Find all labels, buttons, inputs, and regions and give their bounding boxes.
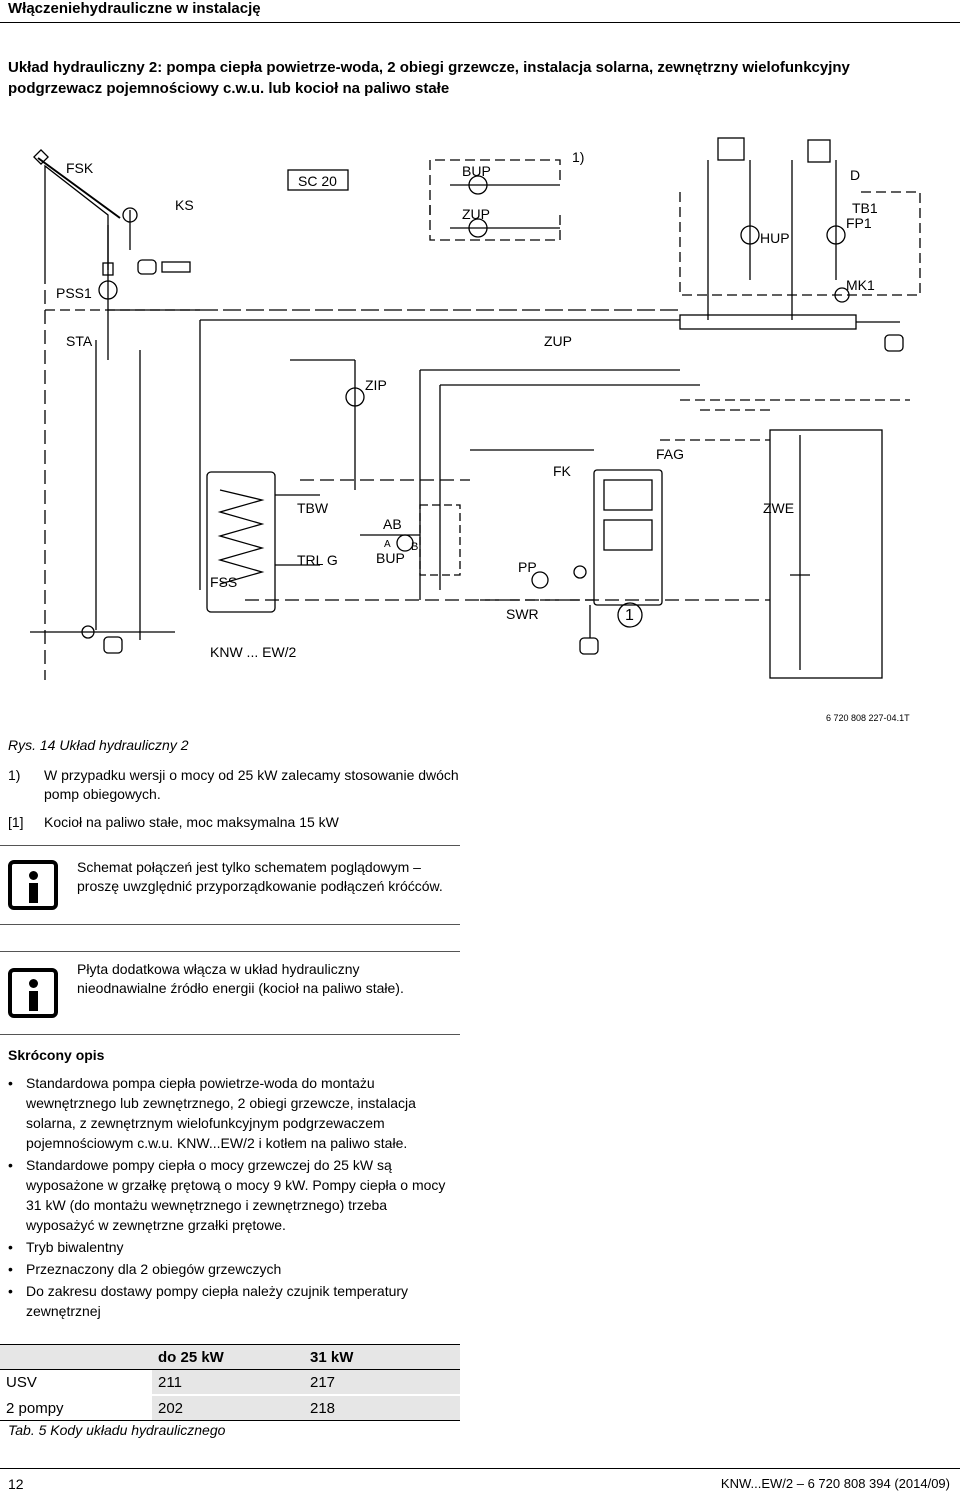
note-text: Płyta dodatkowa włącza w układ hydraulic… <box>77 961 404 996</box>
bup-pump-top <box>468 175 488 195</box>
hup-pump <box>740 225 760 245</box>
table-header-row: do 25 kW 31 kW <box>0 1344 460 1370</box>
table-header-cell: do 25 kW <box>152 1344 304 1370</box>
info-note-2: Płyta dodatkowa włącza w układ hydraulic… <box>0 951 460 1035</box>
label-a: A <box>384 539 391 550</box>
document-reference: KNW...EW/2 – 6 720 808 394 (2014/09) <box>720 1476 950 1491</box>
label-mk1: MK1 <box>846 277 875 293</box>
summary-title: Skrócony opis <box>8 1047 105 1063</box>
label-knw: KNW ... EW/2 <box>210 644 297 660</box>
list-item: Standardowe pompy ciepła o mocy grzewcze… <box>8 1155 448 1235</box>
label-bup-mid: BUP <box>376 550 405 566</box>
mk1-pump <box>826 225 846 245</box>
footer-divider <box>0 1468 960 1469</box>
table-header-cell: 31 kW <box>304 1344 460 1370</box>
label-tbw: TBW <box>297 500 329 516</box>
label-b: B <box>411 541 418 553</box>
label-trl-g: TRL G <box>297 552 338 568</box>
table-cell: 202 <box>152 1395 304 1421</box>
heat-pump-zwe <box>769 429 883 679</box>
label-ks: KS <box>175 197 194 213</box>
table-row: USV 211 217 <box>0 1369 460 1396</box>
label-pp: PP <box>518 559 537 575</box>
footnote-1: 1) W przypadku wersji o mocy od 25 kW za… <box>0 766 470 806</box>
dhw-tank <box>206 471 276 613</box>
page-subtitle: Układ hydrauliczny 2: pompa ciepła powie… <box>8 59 850 97</box>
label-fp1: FP1 <box>846 215 872 231</box>
header-divider <box>0 22 960 23</box>
radiator <box>717 137 745 161</box>
bup-pump-mid <box>396 534 414 552</box>
table-cell: USV <box>0 1369 152 1396</box>
footnote-2: [1] Kocioł na paliwo stałe, moc maksymal… <box>0 813 470 833</box>
solid-fuel-boiler <box>593 469 663 606</box>
zip-pump <box>345 387 365 407</box>
sc20-box <box>287 169 349 191</box>
label-zup-mid: ZUP <box>544 333 572 349</box>
table-cell: 211 <box>152 1369 304 1396</box>
summary-list: Standardowa pompa ciepła powietrze-woda … <box>8 1073 448 1323</box>
label-swr: SWR <box>506 606 539 622</box>
table-caption: Tab. 5 Kody układu hydraulicznego <box>8 1422 226 1438</box>
label-ab: AB <box>383 516 402 532</box>
manifold <box>679 314 857 330</box>
label-zwe: ZWE <box>763 500 794 516</box>
label-bup-top: BUP <box>462 163 491 179</box>
label-tb1: TB1 <box>852 200 878 216</box>
zup-pump-top <box>468 218 488 238</box>
table-header-cell <box>0 1344 152 1370</box>
label-pss1: PSS1 <box>56 285 92 301</box>
label-zip: ZIP <box>365 377 387 393</box>
info-icon <box>8 860 58 910</box>
expansion-vessel <box>137 259 157 275</box>
hydraulic-codes-table: do 25 kW 31 kW USV 211 217 2 pompy 202 2… <box>0 1344 460 1421</box>
list-item: Standardowa pompa ciepła powietrze-woda … <box>8 1073 448 1153</box>
table-cell: 217 <box>304 1369 460 1396</box>
pp-pump <box>531 571 549 589</box>
boiler-index-marker <box>617 602 643 628</box>
table-row: 2 pompy 202 218 <box>0 1395 460 1421</box>
list-item: Tryb biwalentny <box>8 1237 448 1257</box>
label-fsk: FSK <box>66 160 94 176</box>
label-sta: STA <box>66 333 93 349</box>
figure-caption: Rys. 14 Układ hydrauliczny 2 <box>8 737 189 753</box>
footnote-number: 1) <box>8 767 21 783</box>
info-icon <box>8 968 58 1018</box>
list-item: Do zakresu dostawy pompy ciepła należy c… <box>8 1281 448 1321</box>
footnote-number: [1] <box>8 814 24 830</box>
list-item: Przeznaczony dla 2 obiegów grzewczych <box>8 1259 448 1279</box>
label-drawing-code: 6 720 808 227-04.1T <box>826 713 910 723</box>
hydraulic-diagram: FSK KS SC 20 BUP ZUP 1) D TB1 FP1 HUP PS… <box>30 137 921 723</box>
label-fk: FK <box>553 463 572 479</box>
label-hup: HUP <box>760 230 790 246</box>
page-number: 12 <box>8 1476 24 1492</box>
note-text: Schemat połączeń jest tylko schematem po… <box>77 859 443 894</box>
table-cell: 218 <box>304 1395 460 1421</box>
label-d: D <box>850 167 860 183</box>
solar-collector <box>37 157 121 219</box>
pss1-pump <box>98 280 118 300</box>
label-note1: 1) <box>572 149 584 165</box>
label-one: 1 <box>625 607 634 624</box>
label-sc20: SC 20 <box>298 173 337 189</box>
footnote-text: W przypadku wersji o mocy od 25 kW zalec… <box>44 767 459 802</box>
label-fss: FSS <box>210 574 237 590</box>
label-fag: FAG <box>656 446 684 462</box>
section-header: Włączeniehydrauliczne w instalację <box>8 0 261 17</box>
label-zup-top: ZUP <box>462 206 490 222</box>
floor-heating <box>807 139 831 163</box>
footnote-text: Kocioł na paliwo stałe, moc maksymalna 1… <box>44 814 339 830</box>
table-cell: 2 pompy <box>0 1395 152 1421</box>
info-note-1: Schemat połączeń jest tylko schematem po… <box>0 845 460 925</box>
